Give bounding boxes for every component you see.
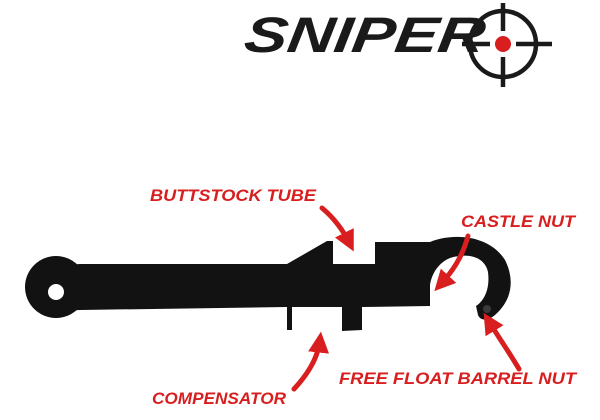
label-compensator: COMPENSATOR xyxy=(152,390,286,408)
wrench-hook-pin xyxy=(483,305,491,313)
label-free-float-barrel-nut: FREE FLOAT BARREL NUT xyxy=(339,370,578,388)
crosshair-icon xyxy=(462,3,552,87)
arrow-icon-free-float xyxy=(483,312,522,372)
brand-logo: SNIPER xyxy=(241,3,552,87)
wrench-hook xyxy=(430,236,511,320)
arrow-icon-compensator xyxy=(291,331,330,392)
brand-name: SNIPER xyxy=(241,7,489,63)
wrench-ring-hole xyxy=(48,284,64,300)
callout-arrows xyxy=(291,205,522,392)
arrow-icon-castle-nut xyxy=(434,233,471,292)
crosshair-dot xyxy=(495,36,511,52)
armorers-wrench-icon xyxy=(25,236,511,331)
arrow-icon-buttstock xyxy=(319,205,354,252)
wrench-body xyxy=(40,241,430,331)
label-buttstock-tube: BUTTSTOCK TUBE xyxy=(150,187,317,205)
label-castle-nut: CASTLE NUT xyxy=(461,213,577,231)
